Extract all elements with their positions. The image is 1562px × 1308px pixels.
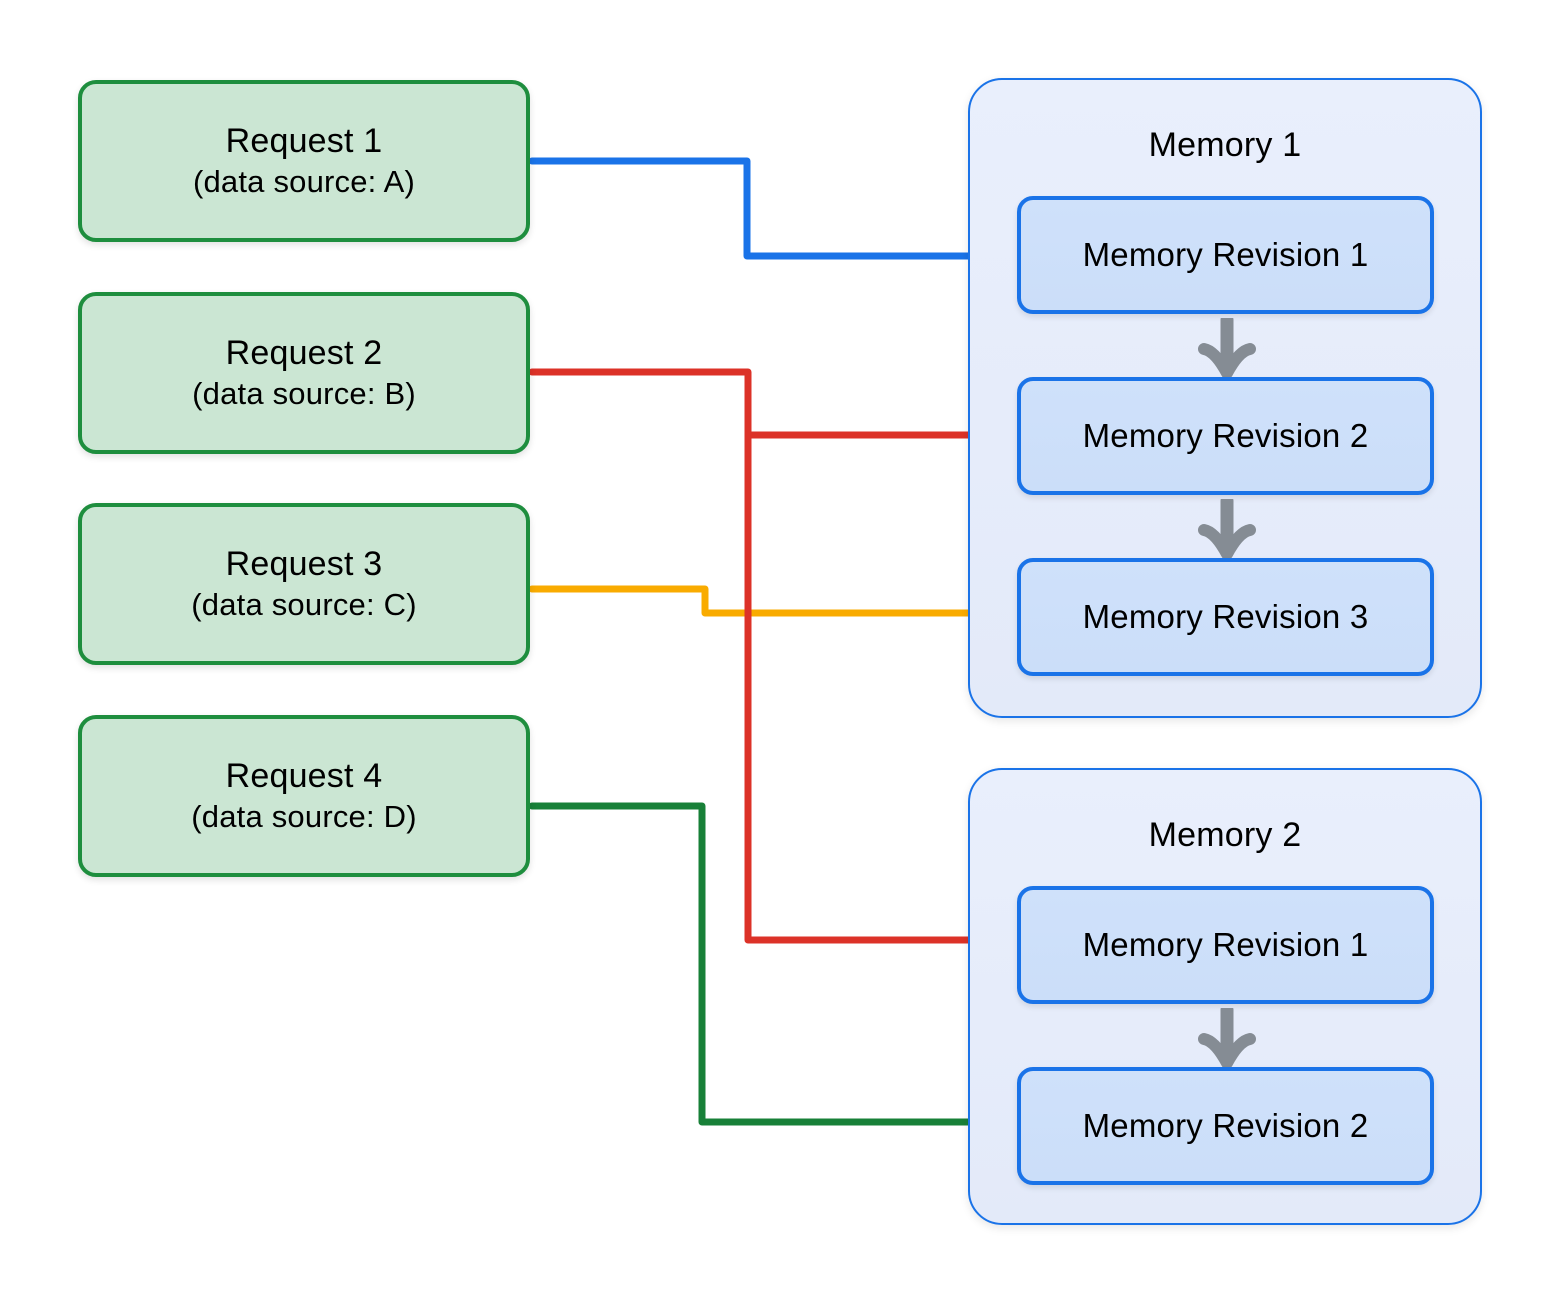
request-title: Request 3 [225, 545, 383, 584]
connector-request1-to-memory1-revision1 [528, 157, 1013, 279]
request-title: Request 1 [225, 122, 383, 161]
revision-label: Memory Revision 1 [1082, 236, 1369, 273]
request-box-3[interactable]: Request 3 (data source: C) [78, 503, 530, 665]
down-arrow-icon [1198, 1008, 1256, 1069]
memory-1-revision-box-2[interactable]: Memory Revision 2 [1017, 377, 1434, 495]
memory-2-revision-box-2[interactable]: Memory Revision 2 [1017, 1067, 1434, 1185]
request-subtitle: (data source: B) [192, 375, 416, 411]
memory-title: Memory 2 [1148, 816, 1302, 854]
revision-label: Memory Revision 1 [1082, 926, 1369, 963]
revision-label: Memory Revision 2 [1082, 417, 1369, 454]
request-title: Request 2 [225, 334, 383, 373]
memory-title: Memory 1 [1148, 126, 1302, 164]
revision-label: Memory Revision 3 [1082, 598, 1369, 635]
request-subtitle: (data source: D) [191, 798, 417, 834]
request-box-1[interactable]: Request 1 (data source: A) [78, 80, 530, 242]
connector-request3-to-memory1-revision3 [528, 585, 1013, 636]
request-subtitle: (data source: C) [191, 586, 417, 622]
revision-label: Memory Revision 2 [1082, 1107, 1369, 1144]
memory-1-revision-box-3[interactable]: Memory Revision 3 [1017, 558, 1434, 676]
memory-1-revision-box-1[interactable]: Memory Revision 1 [1017, 196, 1434, 314]
request-box-4[interactable]: Request 4 (data source: D) [78, 715, 530, 877]
request-title: Request 4 [225, 757, 383, 796]
request-box-2[interactable]: Request 2 (data source: B) [78, 292, 530, 454]
connector-request2-to-memory1-revision2-and-memory2-revision1 [528, 368, 1013, 963]
memory-2-revision-box-1[interactable]: Memory Revision 1 [1017, 886, 1434, 1004]
down-arrow-icon [1198, 318, 1256, 379]
connector-request4-to-memory2-revision2 [528, 802, 1013, 1145]
memory-container-2: Memory 2 Memory Revision 1 Memory Revisi… [968, 768, 1482, 1225]
request-subtitle: (data source: A) [192, 163, 416, 199]
down-arrow-icon [1198, 499, 1256, 560]
memory-container-1: Memory 1 Memory Revision 1 Memory Revisi… [968, 78, 1482, 718]
